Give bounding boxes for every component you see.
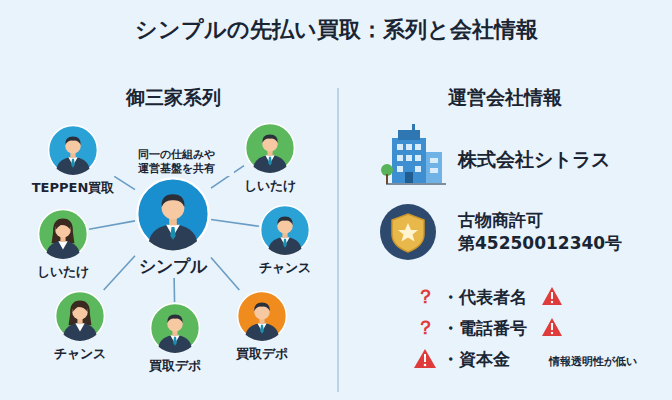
avatar-icon [47,124,99,176]
company-label: 買取デポ [236,345,288,363]
avatar-icon [37,208,89,260]
connector-line [211,219,259,226]
avatar-icon [244,122,296,174]
warning-icon [542,318,562,336]
avatar-node: 買取デポ [149,302,201,375]
company-label: シンプル [139,255,207,278]
avatar-icon [259,204,311,256]
avatar-node: TEPPEN買取 [32,124,115,197]
section-heading: 運営会社情報 [448,85,562,111]
note-text: 情報透明性が低い [549,355,637,369]
question-mark: ？ [416,315,435,341]
company-label: TEPPEN買取 [32,179,115,197]
warning-icon [542,287,562,305]
company-label: チャンス [259,259,311,277]
avatar-node: チャンス [54,290,106,363]
connector-line [114,176,135,189]
avatar-node: チャンス [259,204,311,277]
section-heading: 御三家系列 [126,85,221,111]
divider-line [337,88,339,392]
connector-line [104,256,135,290]
connector-line [174,278,175,302]
building-icon [381,124,446,185]
license-badge-icon [380,204,436,260]
title: シンプルの先払い買取：系列と会社情報 [135,15,538,45]
warning-icon [414,349,436,368]
question-mark: ？ [416,284,435,310]
missing-item: ・資本金 [442,348,510,371]
missing-item: ・電話番号 [442,317,527,340]
avatar-icon [236,290,288,342]
company-name: 株式会社シトラス [458,147,610,173]
company-label: 買取デポ [149,357,201,375]
missing-item: ・代表者名 [442,286,527,309]
company-label: チャンス [54,345,106,363]
avatar-node: しいたけ [244,122,296,195]
license-number: 古物商許可 第45250012340号 [458,209,648,255]
connector-line [211,258,239,290]
avatar-node: 買取デポ [236,290,288,363]
company-label: しいたけ [37,263,89,281]
avatar-icon [54,290,106,342]
connector-line [89,221,135,229]
avatar-icon [149,302,201,354]
avatar-node: シンプル [135,176,211,278]
company-label: しいたけ [244,177,296,195]
avatar-icon [135,176,211,252]
note-text: 同一の仕組みや 運営基盤を共有 [118,146,234,176]
avatar-node: しいたけ [37,208,89,281]
